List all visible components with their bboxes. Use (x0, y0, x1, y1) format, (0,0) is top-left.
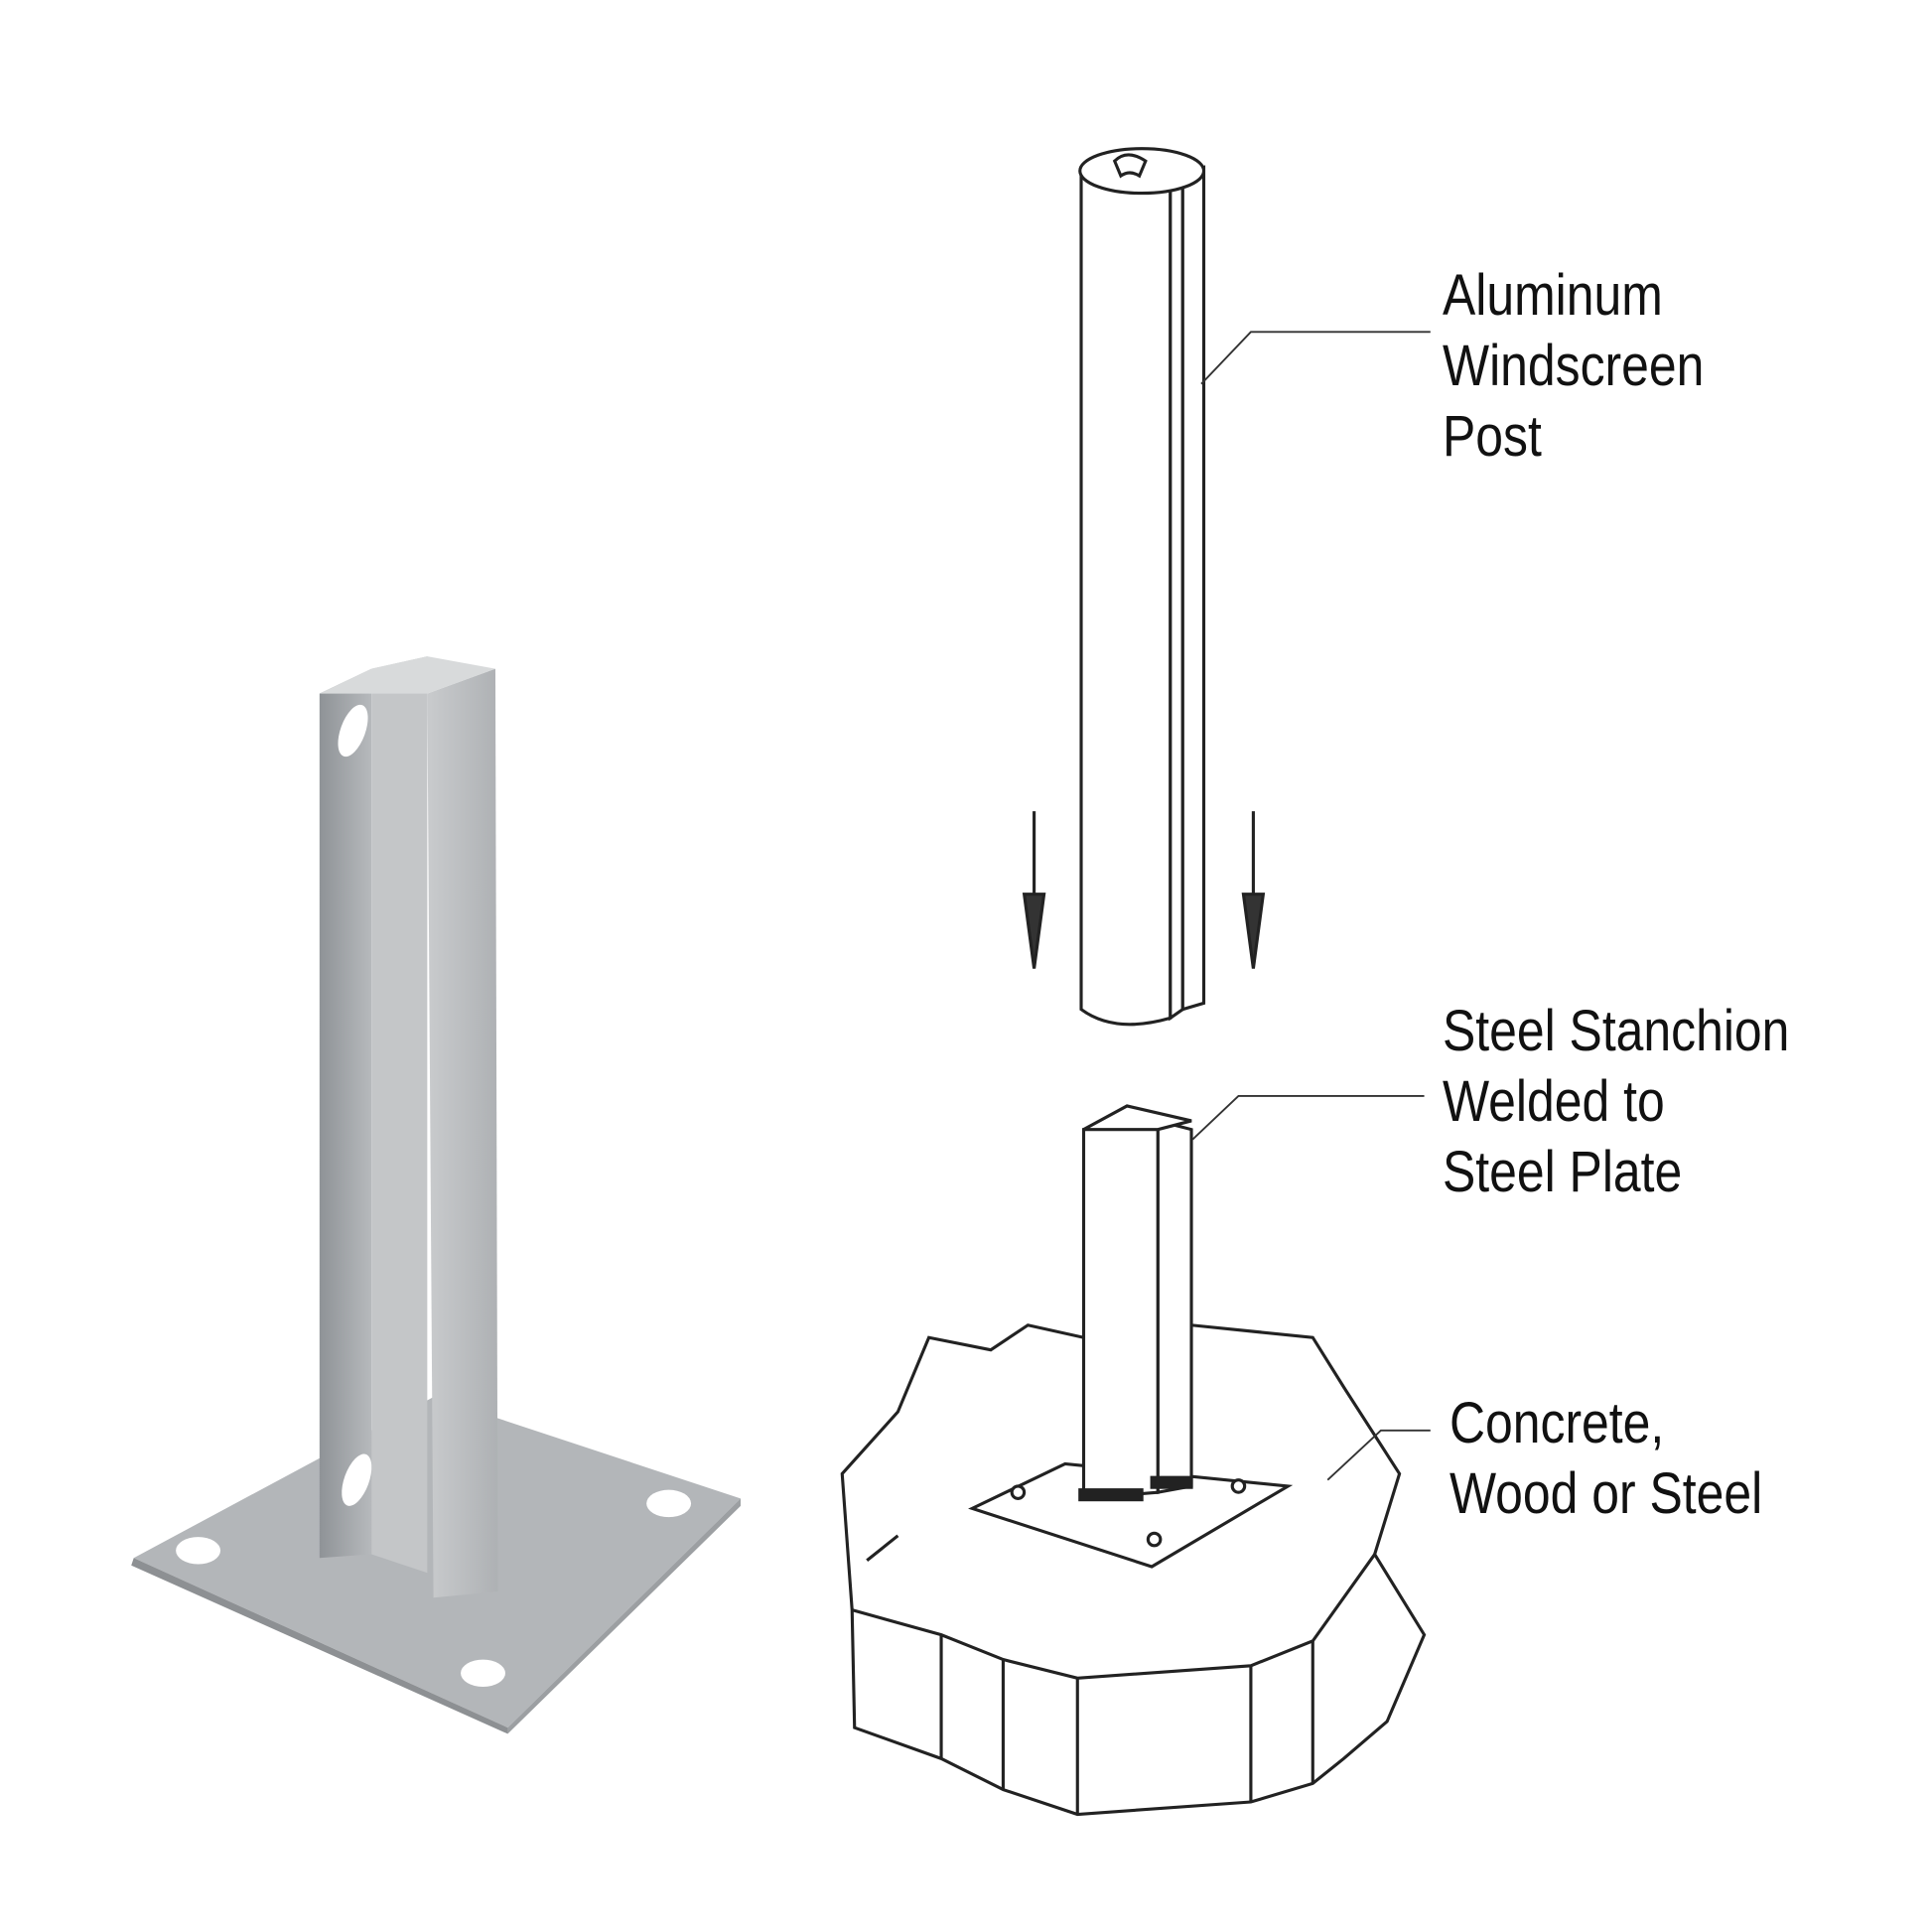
concrete-base (840, 1323, 1427, 1817)
down-arrow-icon (1022, 811, 1266, 969)
post-right-flange (427, 668, 498, 1598)
stanchion-photo (131, 656, 741, 1734)
label-line: Post (1443, 404, 1542, 469)
label-line: Aluminum (1443, 263, 1663, 328)
aluminum-post (1078, 147, 1206, 1027)
steel-plate (968, 1461, 1294, 1569)
label-line: Welded to (1443, 1069, 1665, 1134)
post-left-face (319, 668, 372, 1559)
label-line: Concrete, (1449, 1391, 1665, 1455)
label-line: Steel Plate (1443, 1140, 1683, 1204)
label-concrete-base: Concrete, Wood or Steel (1449, 1388, 1762, 1529)
label-line: Windscreen (1443, 334, 1705, 398)
label-line: Wood or Steel (1449, 1461, 1763, 1526)
leader-lines (1191, 331, 1431, 1481)
steel-stanchion (1078, 1104, 1193, 1502)
label-aluminum-post: Aluminum Windscreen Post (1443, 260, 1704, 472)
label-steel-stanchion: Steel Stanchion Welded to Steel Plate (1443, 996, 1789, 1207)
label-line: Steel Stanchion (1443, 999, 1790, 1063)
